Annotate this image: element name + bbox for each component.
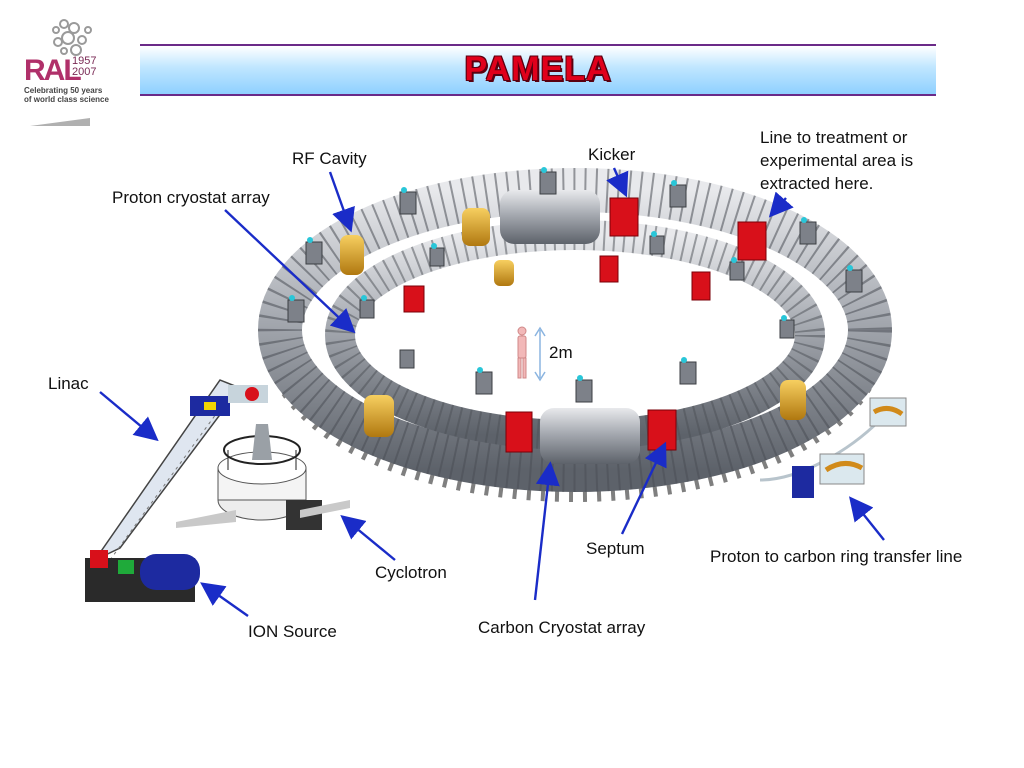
scale-label: 2m (549, 343, 573, 362)
extraction-label: Line to treatment or experimental area i… (760, 128, 914, 193)
rf-cavity-label: RF Cavity (292, 149, 367, 168)
transfer-line-label: Proton to carbon ring transfer line (710, 547, 963, 566)
person-scale-figure (517, 326, 527, 379)
ion-source-label: ION Source (248, 622, 337, 641)
kicker-label: Kicker (588, 145, 636, 164)
pointer-arrows (99, 167, 885, 617)
logo-tagline: Celebrating 50 years of world class scie… (24, 86, 109, 104)
cyclotron-label: Cyclotron (375, 563, 447, 582)
logo-text: RAL (24, 54, 82, 87)
straight-section-cylinders (500, 190, 640, 464)
page-title: PAMELA (464, 50, 612, 88)
linac-label: Linac (48, 374, 89, 393)
logo-years: 1957 2007 (72, 55, 97, 78)
cyclotron (176, 424, 350, 530)
transfer-line (759, 397, 907, 498)
linac-beamline (92, 379, 268, 562)
septum-label: Septum (586, 539, 645, 558)
title-bar: PAMELA (140, 44, 936, 96)
ral-logo: RAL 1957 2007 Celebrating 50 years of wo… (22, 18, 122, 104)
carbon-cryostat-label: Carbon Cryostat array (478, 618, 646, 637)
ion-source (85, 550, 200, 602)
rf-cavities (340, 208, 806, 437)
proton-cryostat-label: Proton cryostat array (112, 188, 270, 207)
dots-graphic (52, 19, 92, 56)
decorative-wedge (30, 118, 90, 126)
cryostat-array (287, 171, 863, 403)
cryostat-tops (289, 167, 853, 381)
